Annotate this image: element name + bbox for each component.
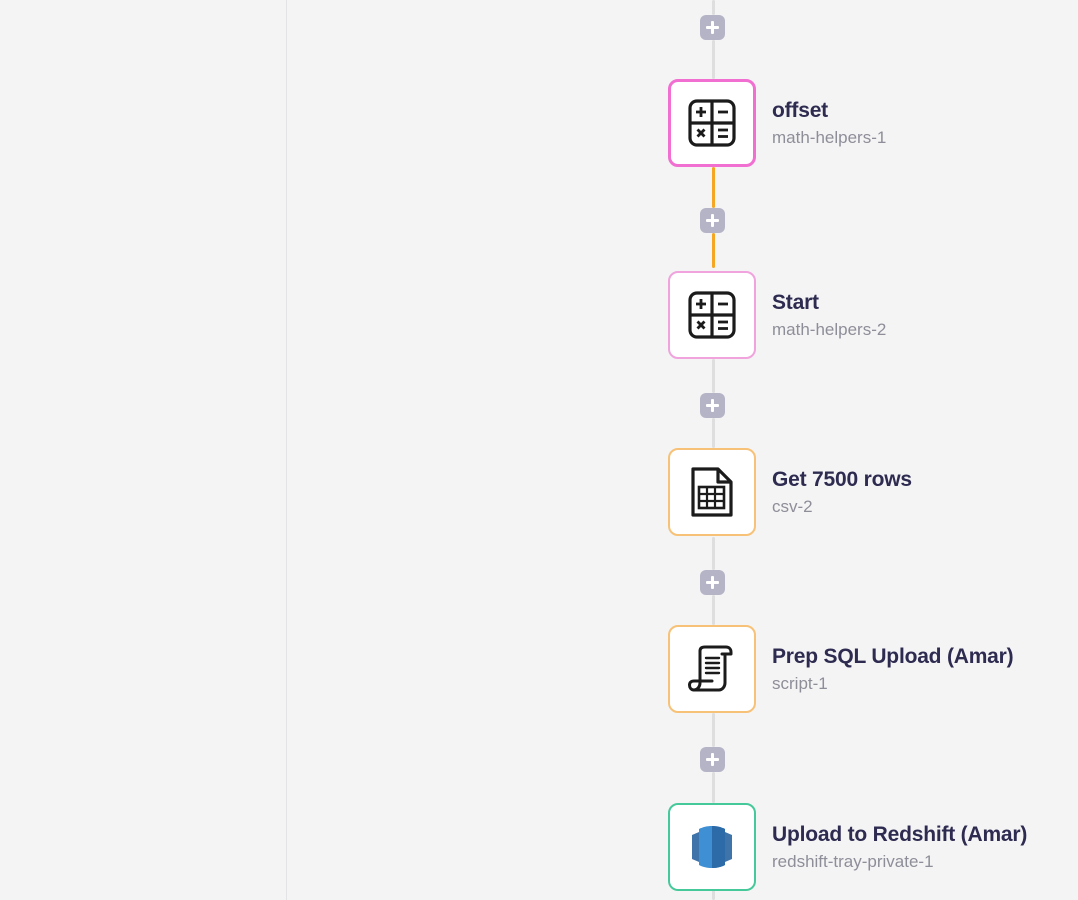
flow-edge (712, 713, 715, 747)
flow-edge (712, 595, 715, 625)
add-step-button[interactable] (700, 208, 725, 233)
workflow-node-subtitle: math-helpers-2 (772, 320, 887, 339)
plus-icon (711, 214, 714, 227)
workflow-node-text: Start math-helpers-2 (772, 290, 886, 341)
plus-icon (711, 399, 714, 412)
workflow-node-title: Prep SQL Upload (Amar) (772, 644, 1014, 668)
flow-edge (712, 772, 715, 803)
csv-file-icon (691, 467, 733, 517)
flow-edge (712, 890, 715, 900)
workflow-node-title: Get 7500 rows (772, 467, 912, 491)
workflow-node[interactable]: Prep SQL Upload (Amar) script-1 (668, 625, 1014, 713)
workflow-node-icon-box[interactable] (668, 79, 756, 167)
flow-edge (712, 40, 715, 79)
add-step-button[interactable] (700, 15, 725, 40)
flow-edge (712, 167, 715, 208)
workflow-node-subtitle: script-1 (772, 674, 828, 693)
workflow-node-subtitle: redshift-tray-private-1 (772, 852, 934, 871)
script-scroll-icon (688, 645, 733, 692)
workflow-flow: offset math-helpers-1 Start math-helpers-2… (287, 0, 1078, 900)
add-step-button[interactable] (700, 570, 725, 595)
workflow-node-title: Start (772, 290, 819, 314)
math-helpers-icon (688, 99, 736, 147)
math-helpers-icon (688, 291, 736, 339)
workflow-node-text: Get 7500 rows csv-2 (772, 467, 912, 518)
flow-edge (712, 359, 715, 393)
left-panel (0, 0, 286, 900)
plus-icon (711, 576, 714, 589)
workflow-node-icon-box[interactable] (668, 803, 756, 891)
flow-edge (712, 537, 715, 570)
workflow-node-text: offset math-helpers-1 (772, 98, 886, 149)
workflow-node[interactable]: Start math-helpers-2 (668, 271, 886, 359)
workflow-node-subtitle: math-helpers-1 (772, 128, 887, 147)
add-step-button[interactable] (700, 393, 725, 418)
workflow-node-icon-box[interactable] (668, 271, 756, 359)
workflow-node-title: Upload to Redshift (Amar) (772, 822, 1028, 846)
workflow-canvas[interactable]: offset math-helpers-1 Start math-helpers-2… (287, 0, 1078, 900)
flow-edge (712, 418, 715, 448)
plus-icon (711, 753, 714, 766)
workflow-node[interactable]: Upload to Redshift (Amar) redshift-tray-p… (668, 803, 1027, 891)
workflow-node[interactable]: offset math-helpers-1 (668, 79, 886, 167)
add-step-button[interactable] (700, 747, 725, 772)
workflow-node-icon-box[interactable] (668, 625, 756, 713)
workflow-node[interactable]: Get 7500 rows csv-2 (668, 448, 912, 536)
flow-edge (712, 233, 715, 268)
workflow-node-subtitle: csv-2 (772, 497, 813, 516)
workflow-node-title: offset (772, 98, 828, 122)
plus-icon (711, 21, 714, 34)
flow-edge (712, 0, 715, 15)
panel-divider (286, 0, 287, 900)
workflow-node-icon-box[interactable] (668, 448, 756, 536)
workflow-node-text: Upload to Redshift (Amar) redshift-tray-p… (772, 822, 1027, 873)
workflow-node-text: Prep SQL Upload (Amar) script-1 (772, 644, 1014, 695)
redshift-icon (692, 826, 732, 868)
